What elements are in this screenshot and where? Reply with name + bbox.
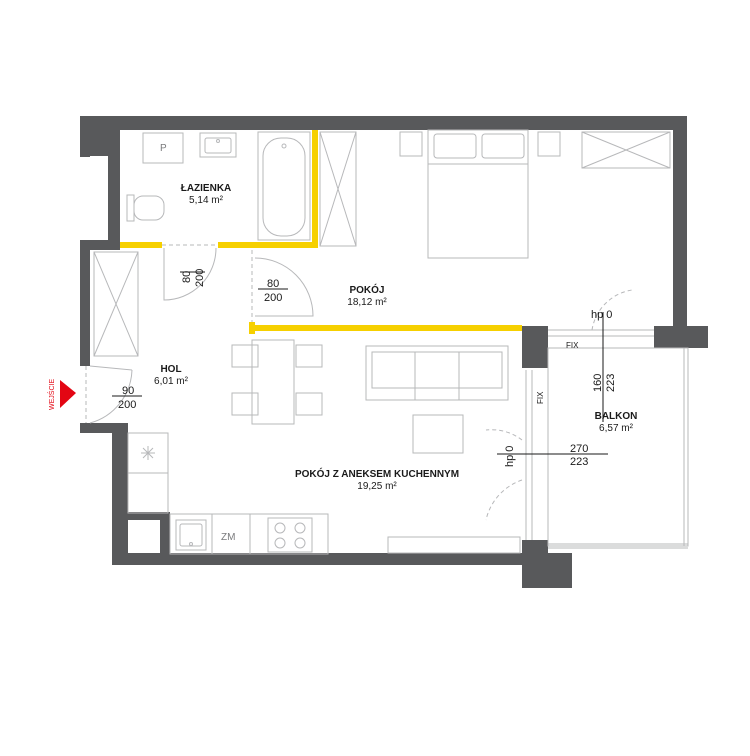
wall-hol-left-lower	[80, 423, 128, 433]
wall-bottom	[112, 553, 549, 565]
nightstand-left	[399, 131, 423, 157]
hob-icon	[267, 517, 313, 553]
washer-label: P	[160, 143, 167, 154]
wall-balcony-pier	[654, 326, 708, 348]
wall-right	[673, 116, 687, 326]
door-balcony-height: 223	[570, 456, 588, 468]
wall-top	[80, 116, 687, 130]
room-name-aneks: POKÓJ Z ANEKSEM KUCHENNYM	[295, 467, 459, 480]
wall-bath-left	[108, 130, 120, 242]
wall-column-bottom	[522, 540, 548, 588]
wall-hol-left-upper	[80, 240, 90, 366]
washing-machine	[142, 132, 184, 164]
room-name-lazienka: ŁAZIENKA	[181, 183, 232, 194]
room-area-lazienka: 5,14 m²	[189, 195, 224, 206]
room-name-pokoj: POKÓJ	[349, 283, 384, 296]
door-room-height: 200	[264, 292, 282, 304]
bathroom-fixtures: P	[126, 131, 311, 241]
walls	[80, 116, 708, 588]
dimension-lines	[112, 271, 608, 455]
nightstand-right	[537, 131, 561, 157]
extractor-icon	[141, 446, 155, 460]
room-area-aneks: 19,25 m²	[357, 481, 397, 492]
fix-label-top: FIX	[566, 341, 579, 350]
door-entrance-height: 200	[118, 399, 136, 411]
entrance-label: WEJŚCIE	[47, 379, 56, 410]
wall-bath-corner	[80, 240, 120, 250]
door-balcony-width: 270	[570, 443, 588, 455]
room-area-hol: 6,01 m²	[154, 376, 189, 387]
door-entrance-width: 90	[122, 385, 134, 397]
doors	[85, 244, 654, 540]
room-labels: ŁAZIENKA 5,14 m² POKÓJ 18,12 m² HOL 6,01…	[154, 183, 637, 492]
hp-label-top: hp 0	[591, 309, 612, 321]
fridge-label: ZM	[221, 532, 235, 543]
tv-cabinet	[387, 536, 521, 554]
door-bath-width: 80	[181, 271, 193, 283]
new-partitions	[120, 130, 522, 334]
sink	[175, 519, 207, 551]
hp-label-side: hp 0	[504, 446, 516, 467]
room-area-pokoj: 18,12 m²	[347, 297, 387, 308]
room-area-balkon: 6,57 m²	[599, 423, 634, 434]
dining-table	[251, 339, 295, 425]
room-name-hol: HOL	[160, 364, 181, 375]
toilet-icon	[126, 194, 165, 222]
window-balcony-height: 223	[605, 374, 617, 392]
window-balcony-width: 160	[592, 374, 604, 392]
wall-column	[522, 326, 548, 368]
kitchen-counter	[169, 513, 329, 555]
bed	[427, 129, 529, 259]
wall-kitchen-left	[112, 423, 128, 563]
fix-label-side: FIX	[536, 391, 545, 404]
door-bath-height: 200	[194, 269, 206, 287]
misc-labels: hp 0 hp 0 FIX FIX	[504, 309, 612, 467]
entrance-marker: WEJŚCIE	[47, 379, 76, 410]
room-name-balkon: BALKON	[595, 411, 638, 422]
entrance-arrow-icon	[60, 380, 76, 408]
room-fixtures	[319, 129, 671, 259]
dining-set	[231, 339, 323, 425]
wall-kitchen-niche	[128, 512, 168, 520]
wall-kitchen-niche-v	[160, 512, 170, 564]
balcony-outline	[547, 347, 689, 549]
sofa	[365, 345, 509, 401]
wall-column-foot	[548, 553, 572, 588]
wardrobe	[319, 131, 357, 247]
washbasin	[199, 132, 237, 158]
door-room-width: 80	[267, 278, 279, 290]
wall-top-left	[80, 130, 90, 157]
wardrobe-right	[581, 131, 671, 169]
bathtub-icon	[257, 131, 311, 241]
kitchen: ZM	[127, 432, 329, 555]
hall-wardrobe	[93, 251, 139, 357]
door-dimensions: 80 200 80 200 90 200 160 223 270 223	[118, 269, 617, 468]
coffee-table	[412, 414, 464, 454]
